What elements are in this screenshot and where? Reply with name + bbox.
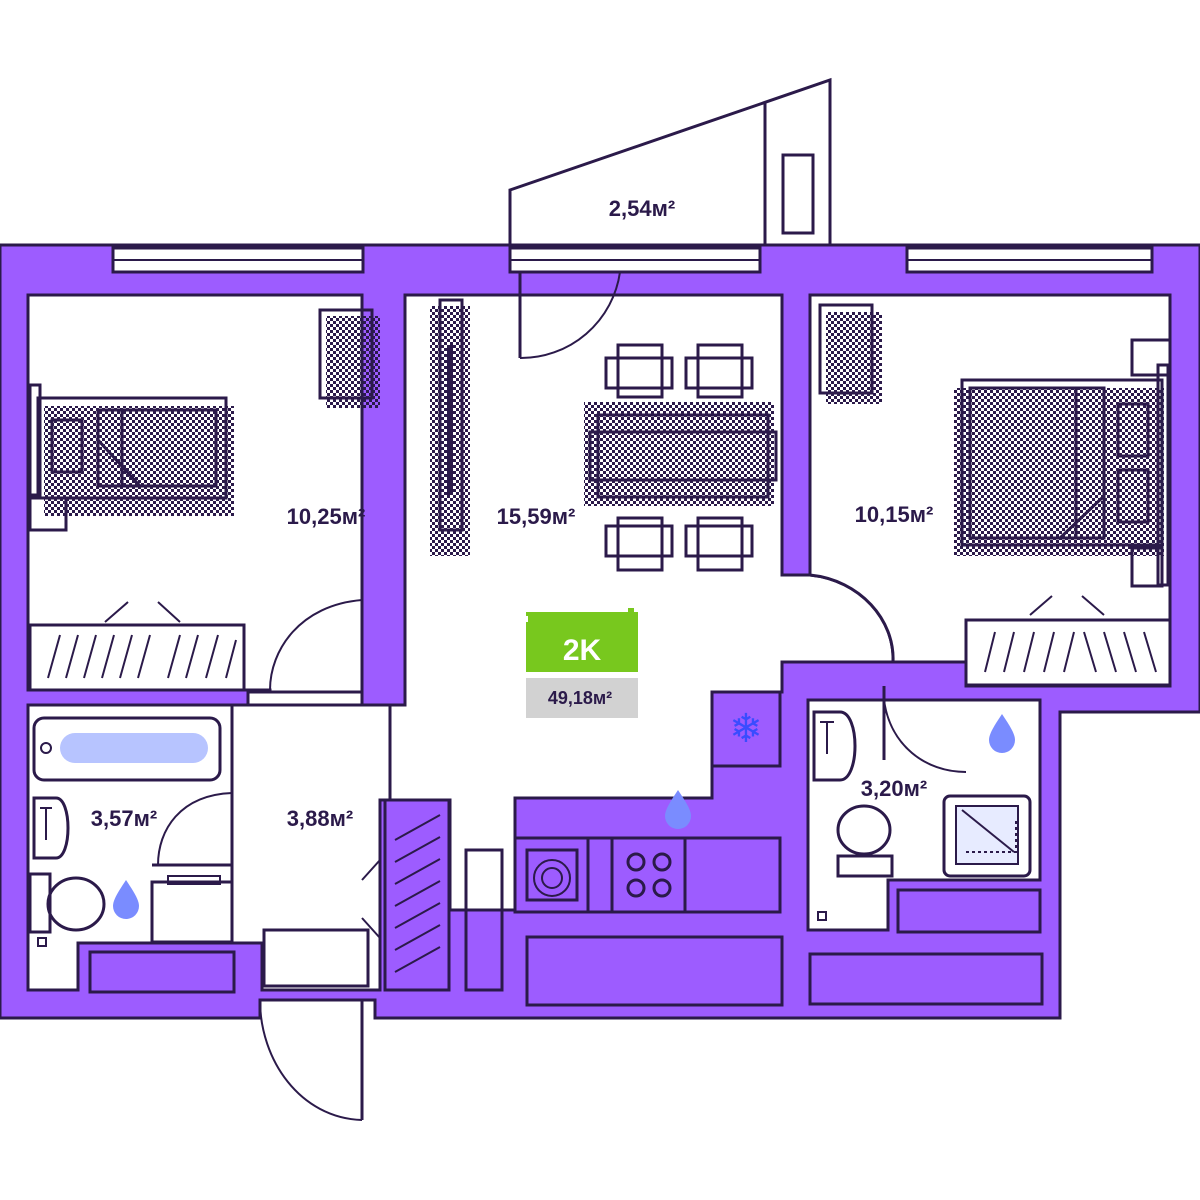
chair <box>604 343 674 399</box>
entrance-door[interactable] <box>259 999 364 1121</box>
stove <box>626 852 672 898</box>
room-labels: 10,25м² 15,59м² 10,15м² 2,54м² 3,57м² 3,… <box>91 196 934 831</box>
hallway-floor <box>230 703 392 992</box>
shower-room-floor <box>806 698 1042 932</box>
shoe-rack <box>464 848 504 992</box>
chair <box>684 343 754 399</box>
closet-right <box>964 595 1172 687</box>
area-bedroom-right: 10,15м² <box>855 502 934 527</box>
shower-niche-upper <box>896 888 1042 934</box>
pillow <box>1116 402 1150 458</box>
water-drop-icon <box>665 790 691 829</box>
pillow <box>1116 468 1150 524</box>
sink-left <box>32 796 70 860</box>
shower-tray <box>942 794 1032 878</box>
total-area: 49,18м² <box>548 688 612 708</box>
dining-chairs <box>604 343 754 572</box>
fridge: ❄ <box>710 690 782 768</box>
windows <box>111 246 1154 274</box>
home-label: HOME <box>290 947 342 971</box>
area-bathroom: 3,57м² <box>91 806 157 831</box>
water-drop-icon <box>989 714 1015 753</box>
chair <box>684 516 754 572</box>
shower-niche-lower <box>808 952 1044 1006</box>
area-shower-room: 3,20м² <box>861 776 927 801</box>
area-bedroom-left: 10,25м² <box>287 504 366 529</box>
type-label: 2K <box>563 634 602 667</box>
toilet-left <box>28 872 139 947</box>
toilet-right <box>836 804 894 878</box>
kitchen-counter <box>513 790 782 914</box>
left-bedroom-door <box>269 599 364 692</box>
chair <box>604 516 674 572</box>
area-balcony: 2,54м² <box>609 196 675 221</box>
right-bedroom-furniture <box>818 303 1172 588</box>
left-bedroom-furniture <box>28 308 380 532</box>
dining-table <box>584 402 778 506</box>
washing-machine <box>150 875 234 944</box>
bathtub <box>32 716 222 782</box>
hallway-closet <box>361 798 451 992</box>
tv-cabinet <box>430 298 470 556</box>
water-drop-icon <box>113 880 139 919</box>
shower-room-door <box>882 686 967 773</box>
bathroom-door <box>152 792 233 867</box>
area-hallway: 3,88м² <box>287 806 353 831</box>
area-living-kitchen: 15,59м² <box>497 504 576 529</box>
pillow <box>50 418 84 474</box>
apartment-type-badge: 2K 49,18м² <box>522 608 638 718</box>
balcony-door <box>518 271 621 360</box>
closet-left <box>28 601 246 692</box>
sink <box>525 848 579 902</box>
shower-room-fixtures <box>812 710 1032 921</box>
bathroom-niche-left <box>88 950 236 994</box>
snowflake-icon: ❄ <box>729 706 763 752</box>
home-badge: HOME <box>262 928 370 988</box>
kitchen-niche <box>525 935 784 1007</box>
